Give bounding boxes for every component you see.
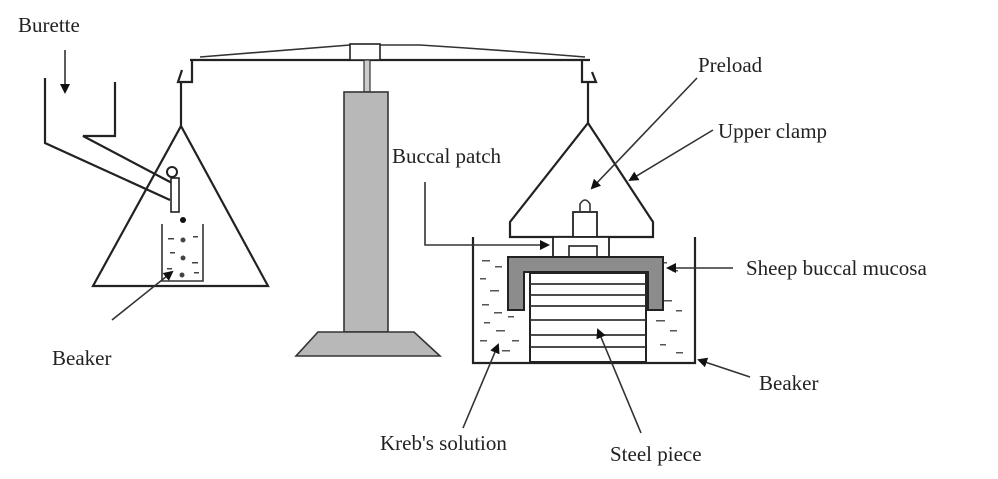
preload-arrow bbox=[590, 77, 698, 190]
label-buccal-patch: Buccal patch bbox=[392, 144, 502, 168]
buccal-patch-arrow bbox=[424, 182, 550, 250]
upper-clamp bbox=[508, 82, 655, 239]
sheep-buccal-mucosa bbox=[507, 256, 664, 311]
balance-stand bbox=[294, 59, 443, 357]
label-upper-clamp: Upper clamp bbox=[718, 119, 827, 143]
krebs-arrow bbox=[462, 343, 500, 429]
steel-arrow bbox=[596, 328, 642, 434]
leader-arrows bbox=[60, 50, 751, 434]
label-steel-piece: Steel piece bbox=[610, 442, 702, 466]
upper-clamp-arrow bbox=[628, 129, 714, 182]
label-sheep-buccal-mucosa: Sheep buccal mucosa bbox=[746, 256, 927, 280]
beaker-right-arrow bbox=[697, 357, 751, 378]
label-preload: Preload bbox=[698, 53, 763, 77]
label-beaker-right: Beaker bbox=[759, 371, 818, 395]
left-pan bbox=[91, 82, 270, 288]
burette bbox=[43, 78, 186, 223]
label-beaker-left: Beaker bbox=[52, 346, 111, 370]
left-beaker bbox=[161, 224, 204, 282]
beaker-left-arrow bbox=[111, 270, 174, 321]
label-krebs-solution: Kreb's solution bbox=[380, 431, 507, 455]
balance-beam bbox=[176, 43, 598, 84]
label-burette: Burette bbox=[18, 13, 80, 37]
steel-piece bbox=[529, 272, 647, 363]
buccal-patch-holder bbox=[552, 236, 610, 258]
